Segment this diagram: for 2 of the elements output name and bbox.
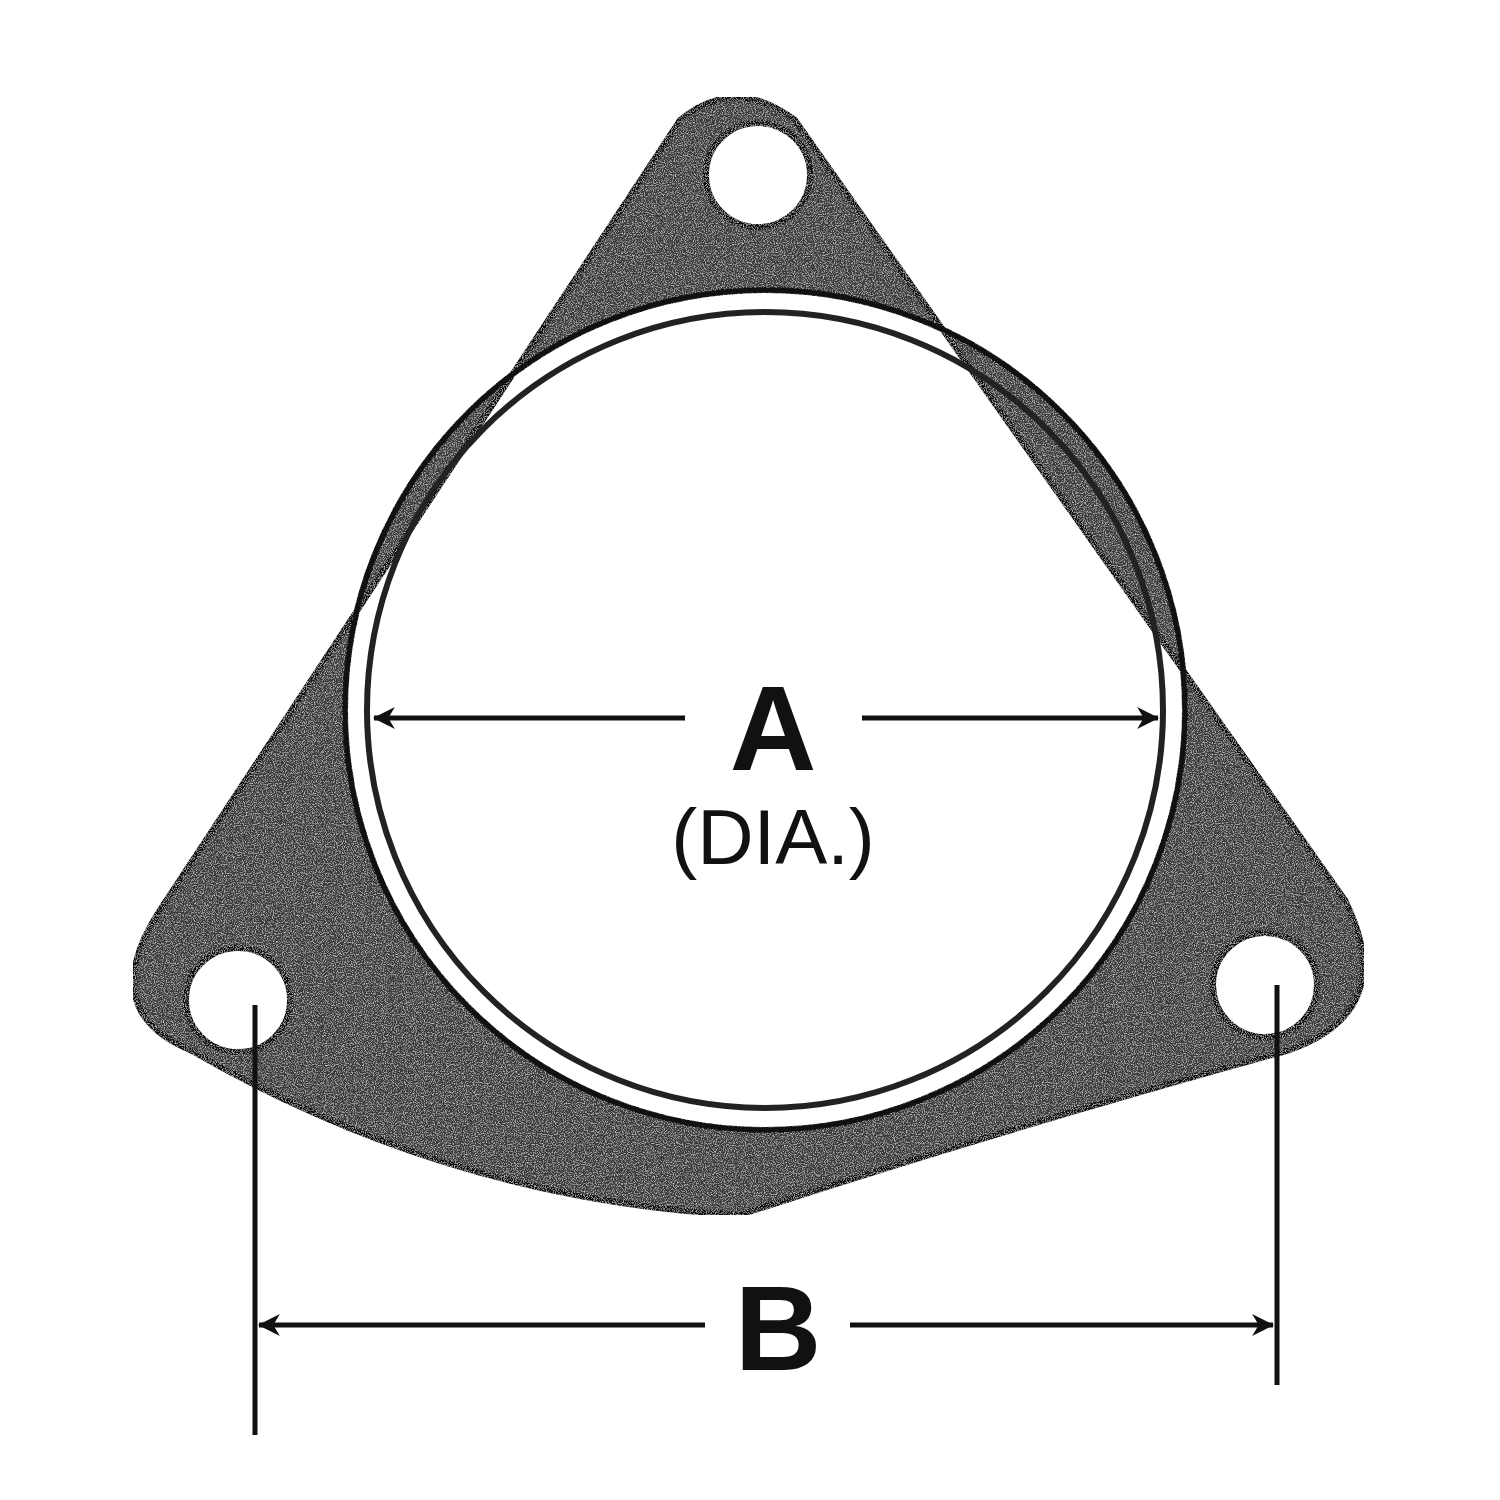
dimension-label: A: [729, 668, 817, 788]
dimension-label: B: [734, 1268, 822, 1388]
